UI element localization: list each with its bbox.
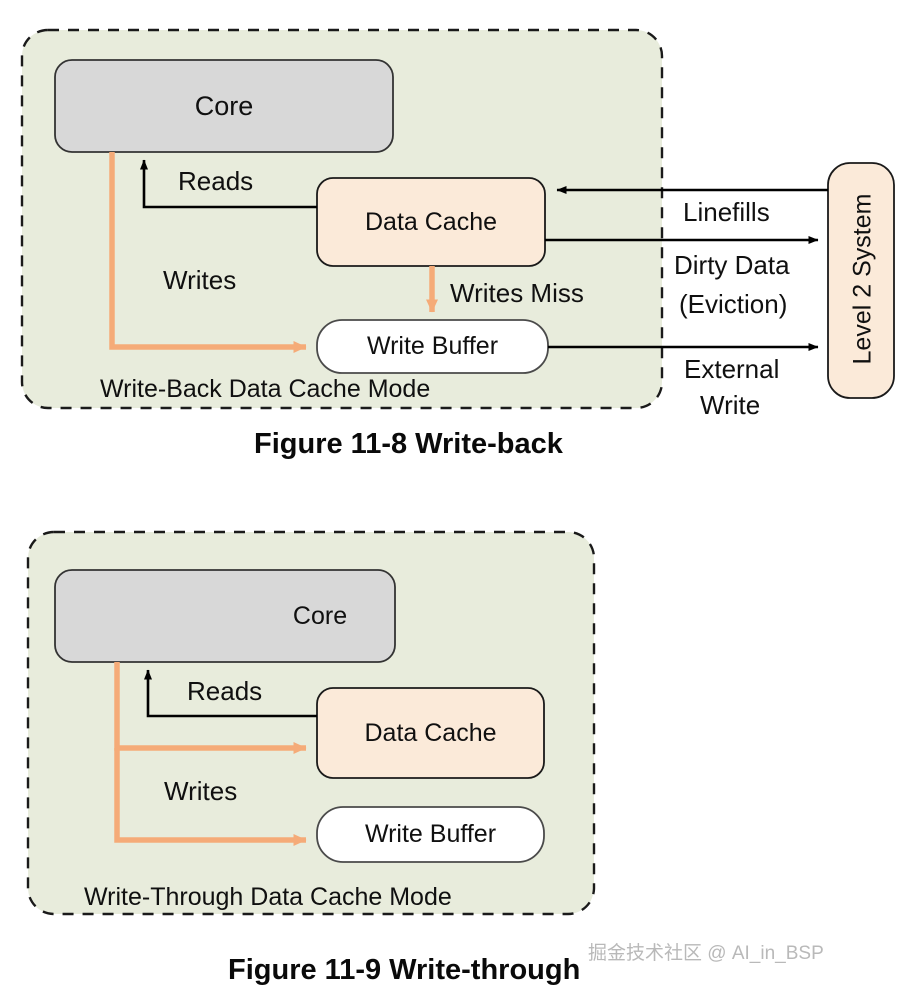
writes-arrow-2-buffer — [114, 748, 307, 846]
writes-label-1: Writes — [163, 265, 237, 295]
reads-arrow-2 — [144, 669, 317, 718]
figure-11-9-caption: Figure 11-9 Write-through — [228, 954, 581, 986]
write-buffer-label-1: Write Buffer — [366, 332, 499, 360]
write-buffer-label-2: Write Buffer — [364, 820, 497, 848]
data-cache-box-2 — [316, 687, 545, 779]
figure-11-9-group — [26, 530, 596, 916]
write-buffer-box-2 — [316, 806, 545, 863]
external-write-label-line2: Write — [700, 390, 761, 420]
write-through-mode-label: Write-Through Data Cache Mode — [84, 883, 452, 911]
level-2-system-label: Level 2 System — [848, 193, 876, 365]
linefills-label: Linefills — [683, 197, 770, 227]
figure-11-8-group — [20, 28, 895, 410]
writes-arrow-1 — [109, 152, 307, 353]
figure-11-8-caption: Figure 11-8 Write-back — [254, 428, 563, 460]
core-label-2: Core — [292, 601, 348, 630]
dirty-data-label-line1: Dirty Data — [674, 250, 790, 280]
watermark: 掘金技术社区 @ AI_in_BSP — [588, 943, 824, 964]
external-write-label-line1: External — [684, 354, 780, 384]
dirty-data-label-line2: (Eviction) — [679, 289, 788, 319]
level2-system-box — [827, 162, 895, 399]
core-label-1: Core — [194, 90, 254, 121]
writes-label-2: Writes — [164, 776, 238, 806]
core-box-1 — [54, 59, 394, 153]
data-cache-label-2: Data Cache — [364, 718, 497, 747]
reads-label-2: Reads — [187, 676, 263, 706]
reads-label-1: Reads — [178, 166, 254, 196]
data-cache-label-1: Data Cache — [364, 207, 498, 236]
reads-arrow-1 — [140, 159, 317, 209]
writes-miss-label: Writes Miss — [450, 278, 584, 308]
core-box-2 — [54, 569, 396, 663]
write-back-mode-label: Write-Back Data Cache Mode — [100, 375, 431, 403]
